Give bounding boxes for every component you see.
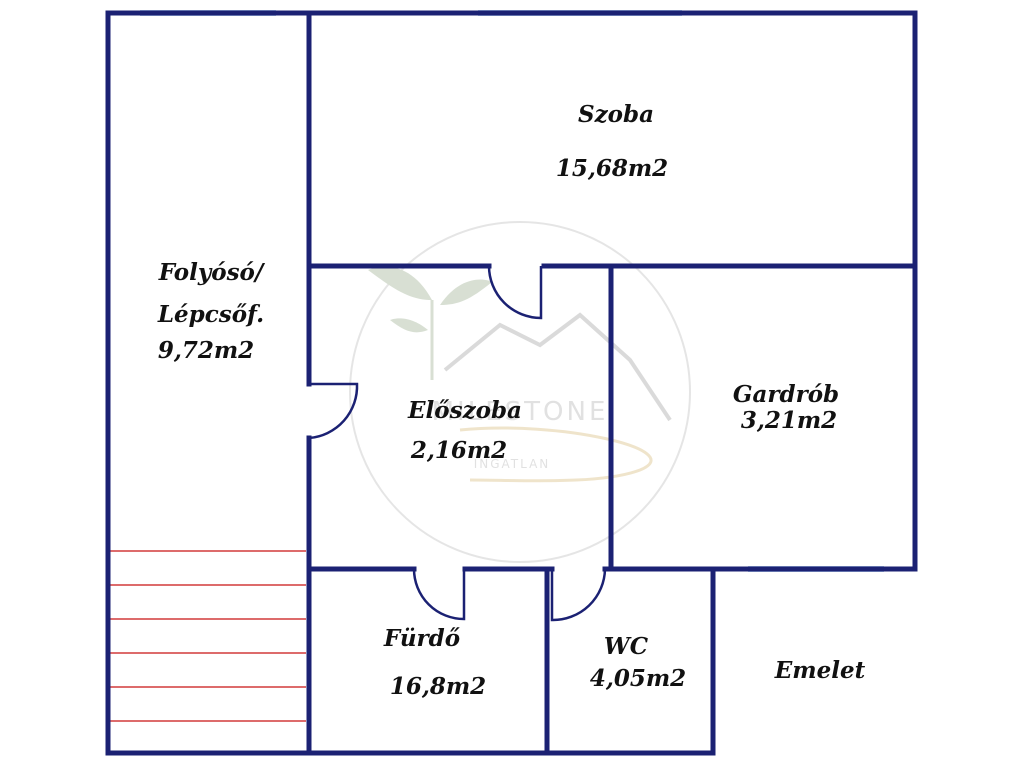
room-area: 9,72m2 [158,337,254,364]
windows [140,10,884,572]
watermark-leaf-icon [368,266,432,300]
room-name: Folyósó/ [158,259,266,286]
door-wc [550,568,607,622]
room-furdo: Fürdő 16,8m2 [383,625,486,700]
room-name: Fürdő [383,625,460,652]
room-area: 15,68m2 [556,155,668,182]
room-eloszoba: Előszoba 2,16m2 [407,397,522,464]
door-folyoso [308,382,359,440]
floor-label: Emelet [774,657,866,684]
room-folyoso: Folyósó/ Lépcsőf. 9,72m2 [157,259,266,364]
watermark-leaf-icon [440,279,492,305]
room-name: WC [604,633,649,660]
watermark-sub: INGATLAN [474,457,551,471]
room-szoba: Szoba 15,68m2 [556,101,668,182]
watermark-leaf-icon [390,318,428,333]
watermark-mountain-icon [443,312,672,422]
stairs [110,550,306,722]
room-area: 16,8m2 [390,673,486,700]
room-name: Előszoba [407,397,522,424]
watermark-circle [349,221,691,563]
room-wc: WC 4,05m2 [590,633,686,692]
room-area: 4,05m2 [590,665,686,692]
room-gardrob: Gardrób 3,21m2 [733,381,839,434]
room-area: 2,16m2 [410,437,507,464]
room-name: Szoba [578,101,654,128]
room-name: Lépcsőf. [157,301,264,328]
watermark-logo: MILESTONE INGATLAN [349,221,691,563]
watermark-swoosh [459,426,653,483]
room-area: 3,21m2 [741,407,837,434]
door-szoba [487,265,543,320]
walls [105,10,918,756]
room-name: Gardrób [733,381,839,408]
watermark-brand: MILESTONE [432,397,609,427]
door-furdo [412,568,466,621]
doors [308,265,607,622]
